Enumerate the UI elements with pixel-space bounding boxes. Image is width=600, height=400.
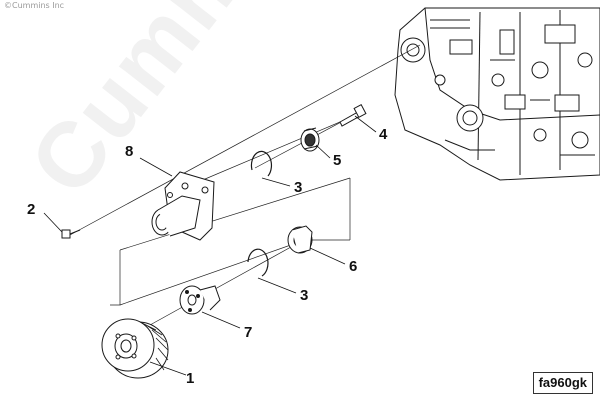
fan-pulley-part — [101, 318, 169, 379]
leader-lines — [43, 115, 377, 376]
callout-5: 5 — [333, 152, 342, 169]
callout-3-upper: 3 — [294, 179, 303, 196]
callout-3-lower: 3 — [300, 287, 309, 304]
callout-1: 1 — [186, 370, 195, 387]
callout-2: 2 — [27, 201, 36, 218]
copyright-text: ©Cummins Inc — [4, 1, 65, 10]
bearing-lower-part — [287, 225, 313, 254]
callout-7: 7 — [244, 324, 253, 341]
fan-hub-part — [179, 285, 221, 315]
long-capscrew-part — [339, 104, 367, 127]
figure-code-label: fa960gk — [532, 372, 593, 394]
retaining-ring-lower-part — [247, 248, 269, 277]
retaining-ring-upper-part — [250, 150, 273, 177]
bearing-upper-part — [300, 127, 320, 152]
exploded-view-lines — [69, 44, 421, 326]
callout-6: 6 — [349, 258, 358, 275]
callout-8: 8 — [125, 143, 134, 160]
capscrew-part — [61, 229, 81, 239]
callout-4: 4 — [379, 126, 388, 143]
fan-support-bracket-part — [151, 171, 215, 241]
engine-block — [394, 7, 600, 181]
